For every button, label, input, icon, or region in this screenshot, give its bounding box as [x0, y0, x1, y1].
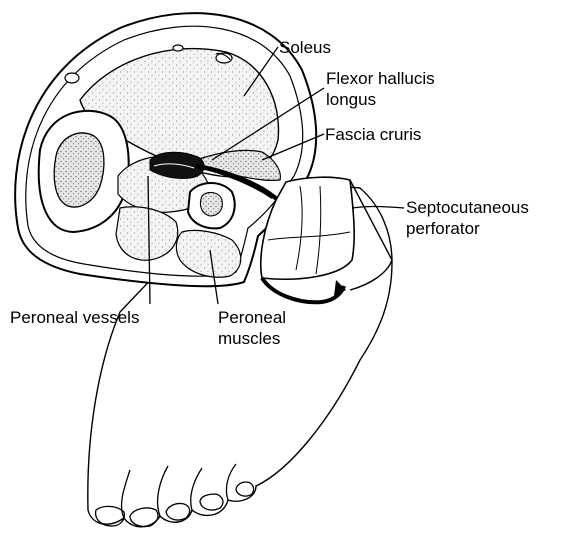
label-line: muscles — [218, 328, 286, 349]
label-line: Peroneal — [218, 307, 286, 328]
label-line: perforator — [406, 218, 529, 239]
label-flexor-hallucis-longus: Flexor hallucis longus — [326, 68, 435, 110]
label-peroneal-muscles: Peroneal muscles — [218, 307, 286, 349]
label-fascia-cruris: Fascia cruris — [325, 124, 421, 145]
label-peroneal-vessels: Peroneal vessels — [10, 307, 139, 328]
label-soleus: Soleus — [279, 37, 331, 58]
label-line: Septocutaneous — [406, 197, 529, 218]
fibula-marrow — [200, 193, 222, 216]
label-line: Flexor hallucis — [326, 68, 435, 89]
label-septocutaneous-perforator: Septocutaneous perforator — [406, 197, 529, 239]
label-line: longus — [326, 89, 435, 110]
